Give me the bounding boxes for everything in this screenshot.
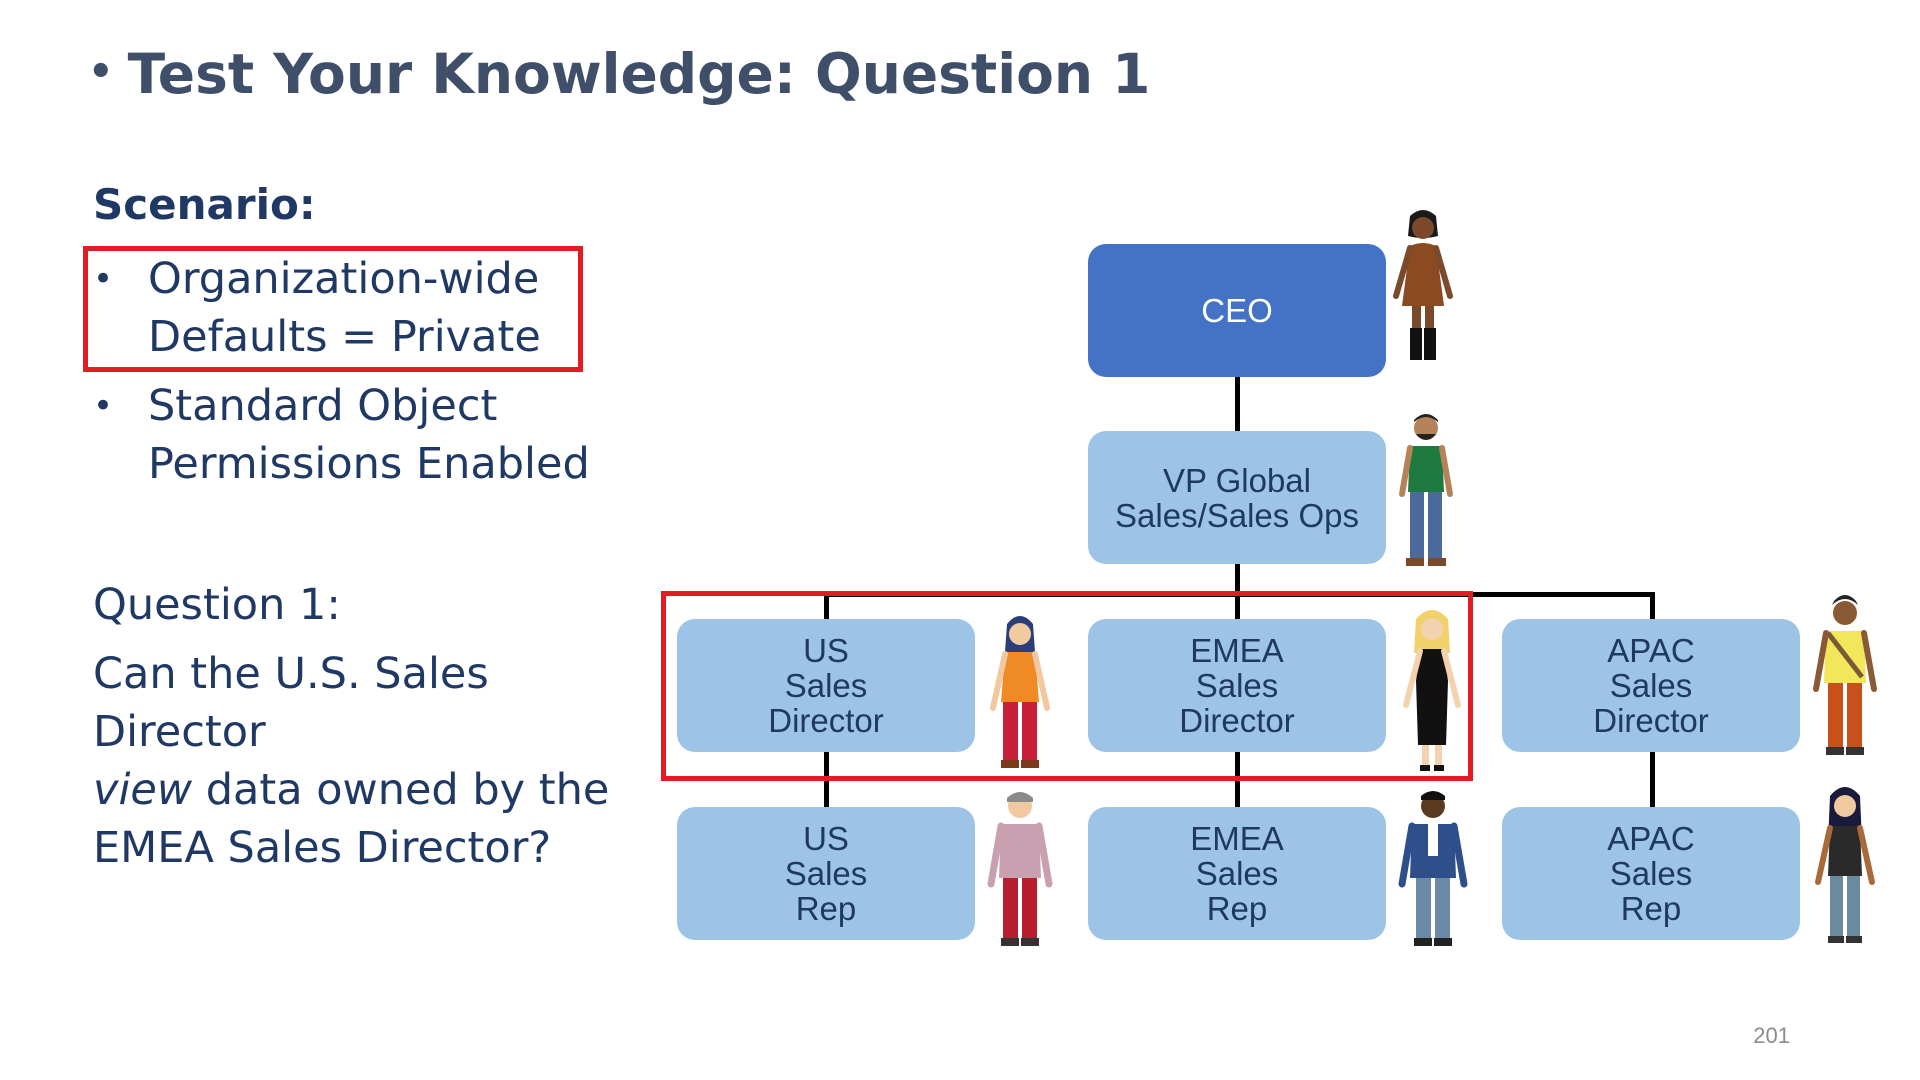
- org-box-label: Sales: [1195, 667, 1279, 704]
- scenario-highlight-box: [83, 246, 583, 372]
- org-box-label: EMEA: [1190, 820, 1284, 857]
- connector-apac-rep: [1650, 752, 1655, 808]
- org-box-emea-director: EMEA Sales Director: [1088, 619, 1386, 752]
- page-number: 201: [1753, 1023, 1790, 1048]
- org-box-us-rep: US Sales Rep: [677, 807, 975, 940]
- question-line: view data owned by the: [93, 761, 653, 819]
- org-box-apac-director: APAC Sales Director: [1502, 619, 1800, 752]
- org-box-label: Director: [1179, 702, 1295, 739]
- org-box-label: APAC: [1607, 820, 1695, 857]
- org-box-label: Sales: [1195, 855, 1279, 892]
- bullet-line: Organization-wide: [148, 254, 540, 304]
- question-line: EMEA Sales Director?: [93, 823, 552, 873]
- org-box-label: Sales: [1609, 855, 1693, 892]
- scenario-bullet-permissions: • Standard Object Permissions Enabled: [93, 377, 668, 493]
- org-box-label: APAC: [1607, 632, 1695, 669]
- org-box-label: Rep: [1206, 890, 1268, 927]
- title-bullet: •: [88, 49, 114, 95]
- org-box-us-director: US Sales Director: [677, 619, 975, 752]
- org-box-label: Sales: [1609, 667, 1693, 704]
- us-director-person-icon: [990, 616, 1050, 768]
- slide-title: • Test Your Knowledge: Question 1: [88, 42, 1150, 106]
- question-line-rest: data owned by the: [192, 765, 610, 815]
- org-box-label: US: [803, 632, 849, 669]
- apac-rep-person-icon: [1815, 787, 1875, 943]
- scenario-bullet-owd: • Organization-wide Defaults = Private: [93, 250, 588, 366]
- scenario-heading: Scenario:: [93, 180, 316, 229]
- org-box-label: Rep: [1620, 890, 1682, 927]
- bullet-mark: •: [93, 259, 114, 299]
- org-box-label: Director: [1593, 702, 1709, 739]
- org-box-label: CEO: [1201, 292, 1273, 329]
- connector-us-drop: [824, 592, 829, 620]
- question-text: Can the U.S. Sales Director view data ow…: [93, 645, 653, 877]
- title-text: Test Your Knowledge: Question 1: [127, 42, 1151, 106]
- us-rep-person-icon: [987, 792, 1053, 946]
- bullet-line: Defaults = Private: [148, 312, 541, 362]
- org-box-vp: VP Global Sales/Sales Ops: [1088, 431, 1386, 564]
- connector-apac-drop: [1650, 592, 1655, 620]
- ceo-person-icon: [1393, 210, 1453, 360]
- connector-ceo-vp: [1235, 376, 1240, 431]
- org-box-apac-rep: APAC Sales Rep: [1502, 807, 1800, 940]
- org-box-label: VP Global: [1163, 461, 1311, 499]
- org-box-label: Sales: [784, 855, 868, 892]
- emea-director-person-icon: [1403, 610, 1461, 771]
- vp-person-icon: [1399, 414, 1453, 566]
- org-box-label: Sales: [784, 667, 868, 704]
- bullet-line: Standard Object: [148, 381, 498, 431]
- apac-director-person-icon: [1813, 595, 1877, 755]
- bullet-line: Permissions Enabled: [148, 439, 590, 489]
- org-box-label: EMEA: [1190, 632, 1284, 669]
- org-box-ceo: CEO: [1088, 244, 1386, 377]
- org-box-label: Rep: [795, 890, 857, 927]
- directors-highlight-box: [661, 591, 1473, 781]
- question-line: Can the U.S. Sales Director: [93, 649, 489, 757]
- org-box-emea-rep: EMEA Sales Rep: [1088, 807, 1386, 940]
- bullet-mark: •: [93, 386, 114, 426]
- org-box-label: Director: [768, 702, 884, 739]
- org-box-label: Sales/Sales Ops: [1115, 496, 1359, 534]
- question-emphasis: view: [93, 765, 193, 815]
- emea-rep-person-icon: [1398, 791, 1468, 946]
- org-box-label: US: [803, 820, 849, 857]
- question-label: Question 1:: [93, 580, 341, 630]
